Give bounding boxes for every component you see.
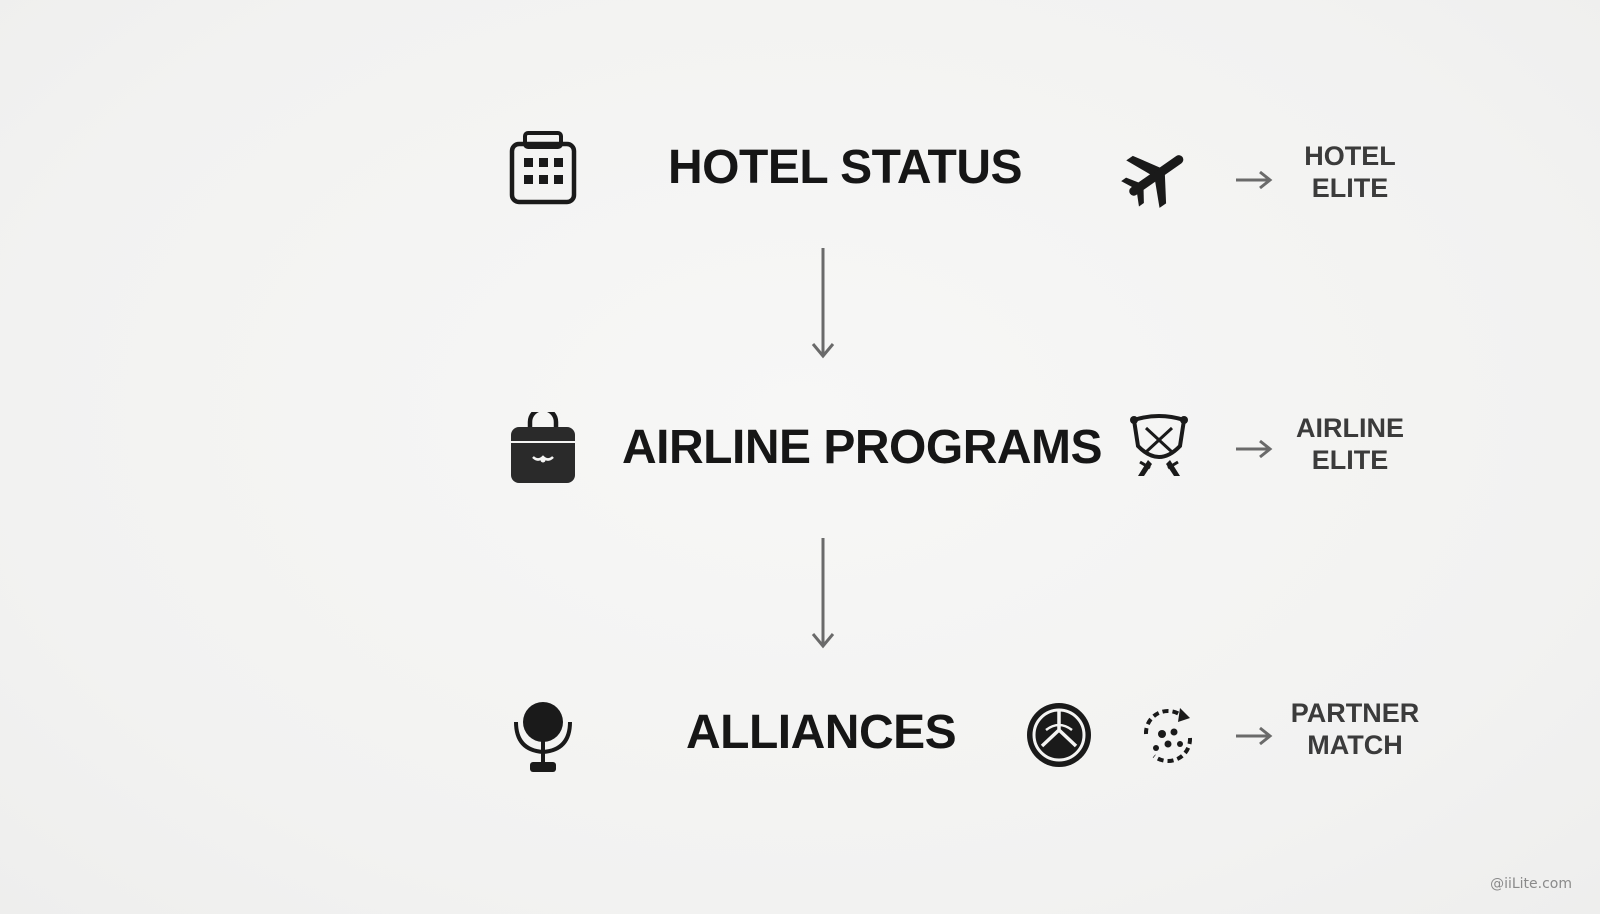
- result-line: AIRLINE: [1296, 413, 1404, 443]
- result-line: HOTEL: [1304, 141, 1396, 171]
- result-line: ELITE: [1311, 445, 1389, 475]
- result-partner-match: PARTNER MATCH: [1285, 697, 1425, 761]
- globe-circle-icon: [1027, 703, 1091, 767]
- briefcase-icon: [511, 412, 575, 483]
- connector-arrow-down: [811, 538, 835, 649]
- result-line: PARTNER: [1290, 698, 1420, 728]
- node-label-alliances: ALLIANCES: [686, 706, 957, 759]
- microphone-icon: [514, 702, 572, 772]
- airplane-icon: [1121, 155, 1184, 208]
- result-hotel-elite: HOTEL ELITE: [1290, 140, 1410, 204]
- network-cycle-icon: [1143, 708, 1193, 764]
- result-line: ELITE: [1311, 173, 1389, 203]
- arrow-right-icon: [1236, 726, 1273, 746]
- node-label-hotel-status: HOTEL STATUS: [668, 141, 1023, 194]
- result-line: MATCH: [1307, 730, 1403, 760]
- shield-crest-icon: [1130, 414, 1188, 476]
- node-label-airline-programs: AIRLINE PROGRAMS: [622, 421, 1103, 474]
- arrow-right-icon: [1236, 439, 1273, 459]
- watermark: @iiLite.com: [1490, 876, 1572, 892]
- result-airline-elite: AIRLINE ELITE: [1290, 412, 1410, 476]
- connector-arrow-down: [811, 248, 835, 359]
- hotel-building-icon: [509, 131, 577, 205]
- arrow-right-icon: [1236, 170, 1273, 190]
